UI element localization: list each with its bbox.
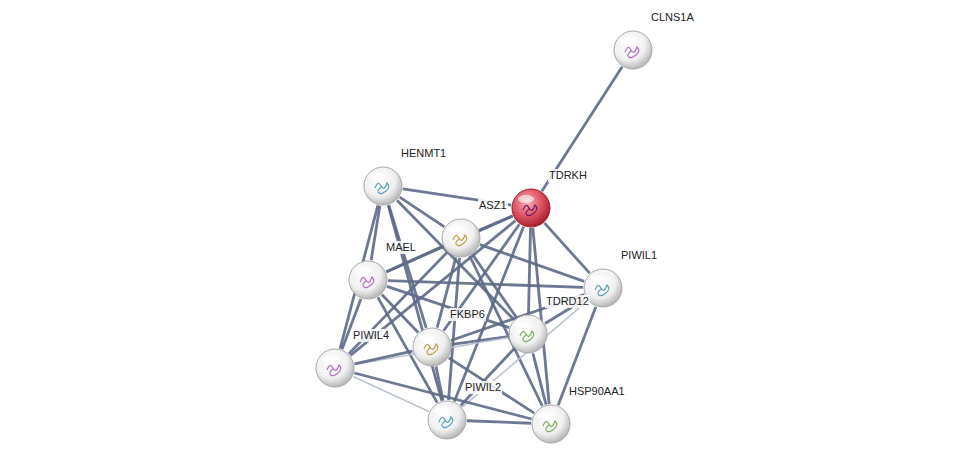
protein-circle (508, 314, 548, 354)
protein-circle (348, 260, 388, 300)
interaction-edge (388, 281, 583, 288)
protein-label: PIWIL2 (464, 381, 502, 394)
protein-label: FKBP6 (449, 308, 486, 321)
protein-node: MAEL (348, 260, 388, 300)
protein-node: HENMT1 (363, 166, 403, 206)
protein-label: CLNS1A (650, 11, 695, 24)
interaction-edge (542, 67, 622, 191)
interaction-edge (449, 258, 460, 400)
interaction-edge (354, 373, 531, 419)
protein-node: TDRKH (511, 188, 551, 228)
protein-circle (441, 218, 481, 258)
protein-label: TDRD12 (545, 295, 590, 308)
protein-circle (531, 404, 571, 444)
interaction-edge (400, 197, 445, 227)
protein-label: PIWIL1 (620, 249, 658, 262)
protein-node: ASZ1 (441, 218, 481, 258)
interaction-edge (355, 351, 413, 364)
interaction-edge (544, 223, 589, 273)
protein-node: PIWIL4 (315, 348, 355, 388)
protein-node: FKBP6 (412, 327, 452, 367)
protein-label: ASZ1 (478, 199, 508, 212)
interaction-edge (467, 421, 531, 423)
protein-node: TDRD12 (508, 314, 548, 354)
protein-label: HSP90AA1 (568, 385, 626, 398)
protein-node: PIWIL2 (427, 400, 467, 440)
protein-label: TDRKH (548, 169, 588, 182)
protein-circle (315, 348, 355, 388)
protein-node: HSP90AA1 (531, 404, 571, 444)
protein-node: CLNS1A (613, 30, 653, 70)
protein-circle (363, 166, 403, 206)
protein-label: MAEL (385, 241, 417, 254)
protein-label: HENMT1 (400, 147, 447, 160)
interaction-edge (480, 245, 584, 282)
interaction-edge (387, 286, 509, 327)
protein-circle (613, 30, 653, 70)
protein-label: PIWIL4 (352, 329, 390, 342)
protein-circle (511, 188, 551, 228)
protein-circle (412, 327, 452, 367)
interaction-edge (533, 353, 546, 404)
protein-circle (427, 400, 467, 440)
interaction-edge (528, 228, 530, 314)
interaction-edge (449, 358, 534, 413)
interaction-edge (461, 349, 515, 406)
